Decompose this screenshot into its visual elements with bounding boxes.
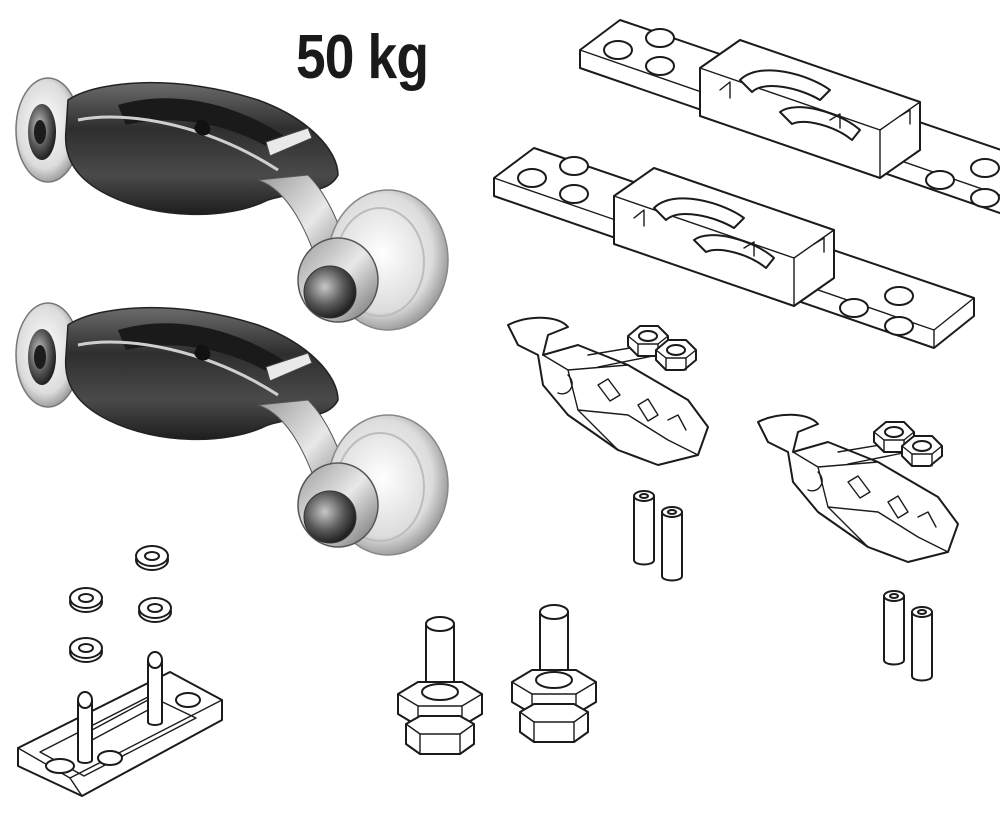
washer-icon [135,545,169,571]
roller-carriage-bottom [14,301,450,557]
guide-plate-icon [17,651,223,797]
pin-icon [633,490,655,566]
roller-carriage-top [14,76,450,332]
washer-icon [69,637,103,663]
pin-icon [883,590,905,666]
load-rating-label: 50 kg [296,23,429,92]
nut-icon [901,435,943,467]
bolt-icon [511,604,597,743]
washer-icon [69,587,103,613]
pin-icon [911,606,933,682]
nut-icon [655,339,697,371]
bolt-icon [397,616,483,755]
washer-icon [138,597,172,623]
pin-icon [661,506,683,582]
